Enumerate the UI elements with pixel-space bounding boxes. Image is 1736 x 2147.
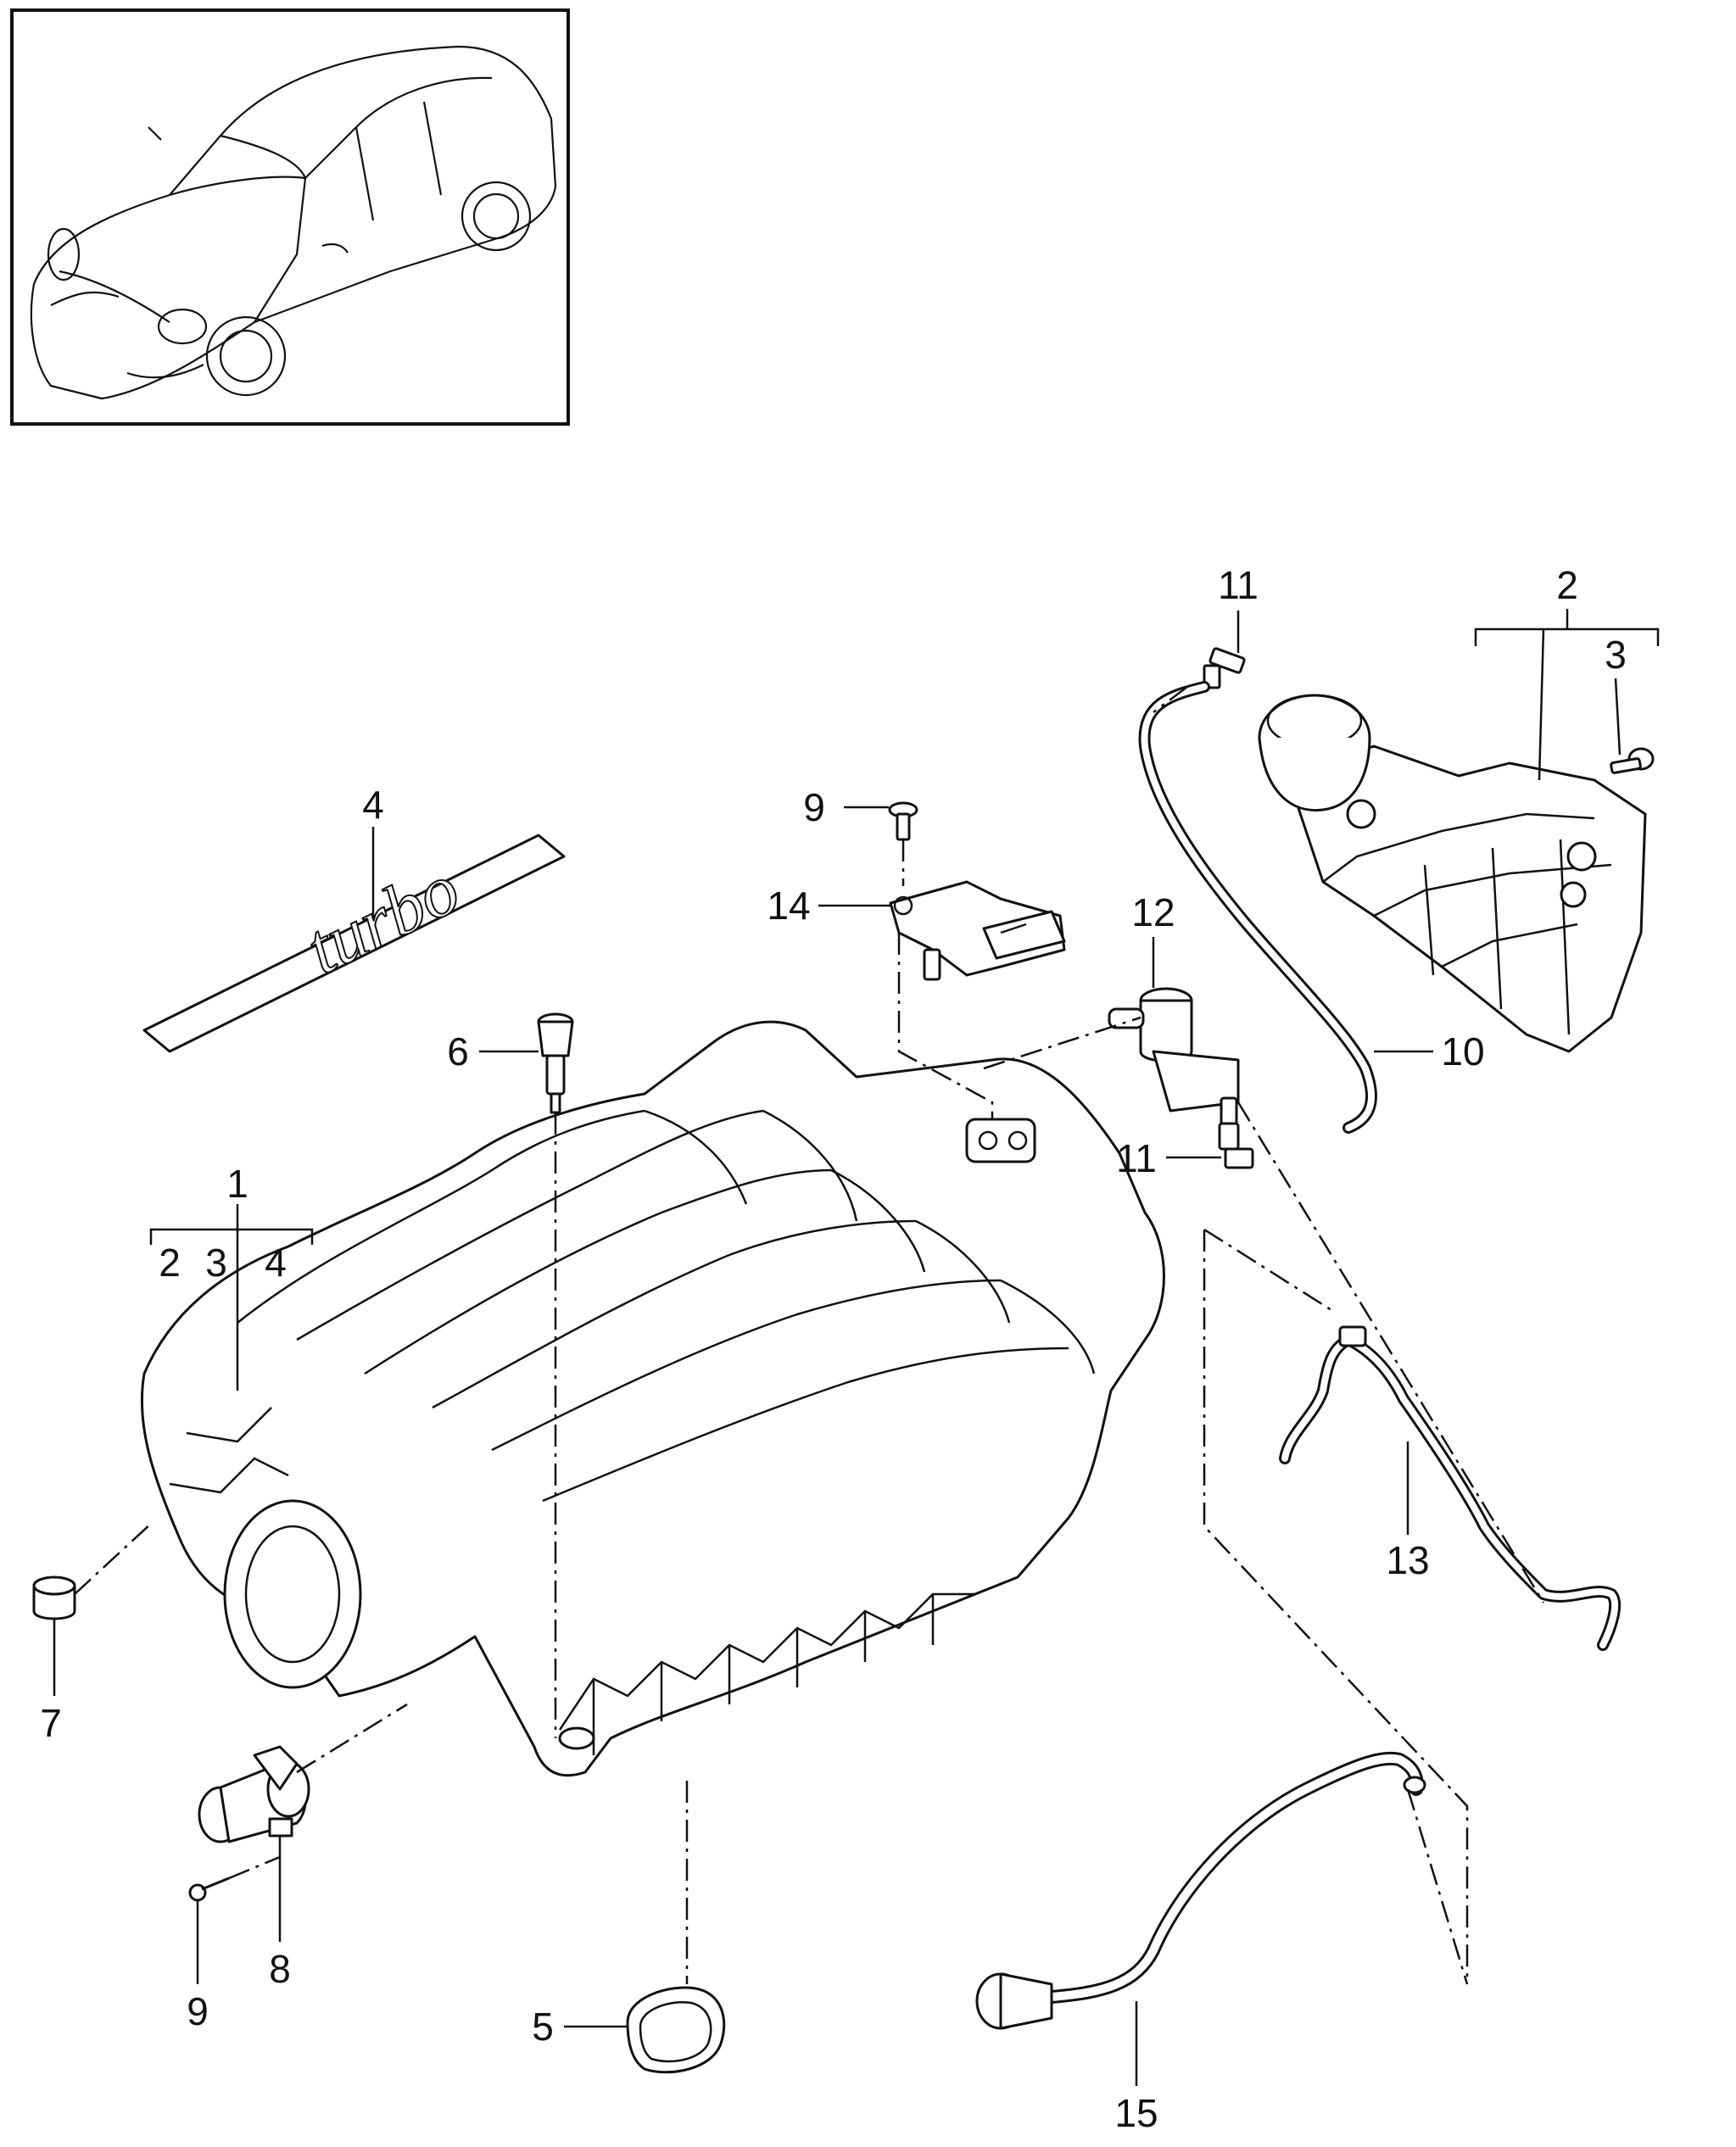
part-11-connector-lower[interactable]	[1218, 1122, 1254, 1169]
part-2-actuator-bracket[interactable]	[1258, 694, 1647, 1053]
callout-9-upper[interactable]: 9	[803, 785, 825, 829]
callout-9-lower[interactable]: 9	[187, 1989, 209, 2033]
vehicle-thumbnail[interactable]	[10, 8, 570, 426]
callout-5[interactable]: 5	[532, 2005, 554, 2049]
callout-3[interactable]: 3	[1605, 633, 1627, 677]
part-10-hose[interactable]	[1138, 681, 1378, 1134]
part-12-valve[interactable]	[1108, 987, 1240, 1129]
part-11-connector-upper[interactable]	[1203, 647, 1246, 689]
callouts: 1 2 3 4 2 3 4 5 6 7 8 9 9 10 11 11 12 13…	[40, 563, 1627, 2135]
part-3-bolt[interactable]	[1610, 747, 1655, 774]
callout-7[interactable]: 7	[40, 1701, 62, 1745]
callout-11-upper[interactable]: 11	[1218, 563, 1259, 607]
part-6-plug[interactable]	[537, 1012, 574, 1114]
part-9-screw-upper[interactable]	[888, 801, 918, 841]
callout-8[interactable]: 8	[269, 1947, 291, 1991]
part-5-gasket[interactable]	[626, 1986, 726, 2074]
callout-1-sub-3: 3	[205, 1241, 227, 1285]
callout-4[interactable]: 4	[362, 783, 384, 827]
part-15-breather-hose[interactable]	[975, 1751, 1426, 2030]
callout-1[interactable]: 1	[226, 1162, 248, 1206]
callout-15[interactable]: 15	[1114, 2091, 1158, 2135]
assembly-lines	[74, 686, 1545, 1985]
part-8-sensor[interactable]	[198, 1745, 310, 1843]
intake-manifold[interactable]	[140, 1020, 1165, 1777]
part-14-pressure-sensor[interactable]	[889, 880, 1066, 981]
callout-6[interactable]: 6	[447, 1029, 469, 1074]
part-7-cap[interactable]	[32, 1575, 76, 1620]
leader-lines	[53, 609, 1660, 2086]
callout-12[interactable]: 12	[1131, 890, 1175, 934]
callout-14[interactable]: 14	[767, 884, 810, 928]
part-9-screw-lower[interactable]	[188, 1877, 230, 1902]
turbo-badge[interactable]: turbo	[142, 834, 566, 1053]
callout-1-sub-2: 2	[159, 1241, 181, 1285]
callout-1-sub-4: 4	[265, 1241, 287, 1285]
callout-2[interactable]: 2	[1556, 563, 1578, 607]
part-13-vent-pipe[interactable]	[1279, 1325, 1622, 1651]
callout-13[interactable]: 13	[1386, 1538, 1429, 1582]
badge-lettering: turbo	[293, 847, 472, 990]
callout-10[interactable]: 10	[1441, 1029, 1484, 1074]
callout-11-lower[interactable]: 11	[1116, 1136, 1157, 1180]
car-outline-icon	[30, 45, 557, 400]
